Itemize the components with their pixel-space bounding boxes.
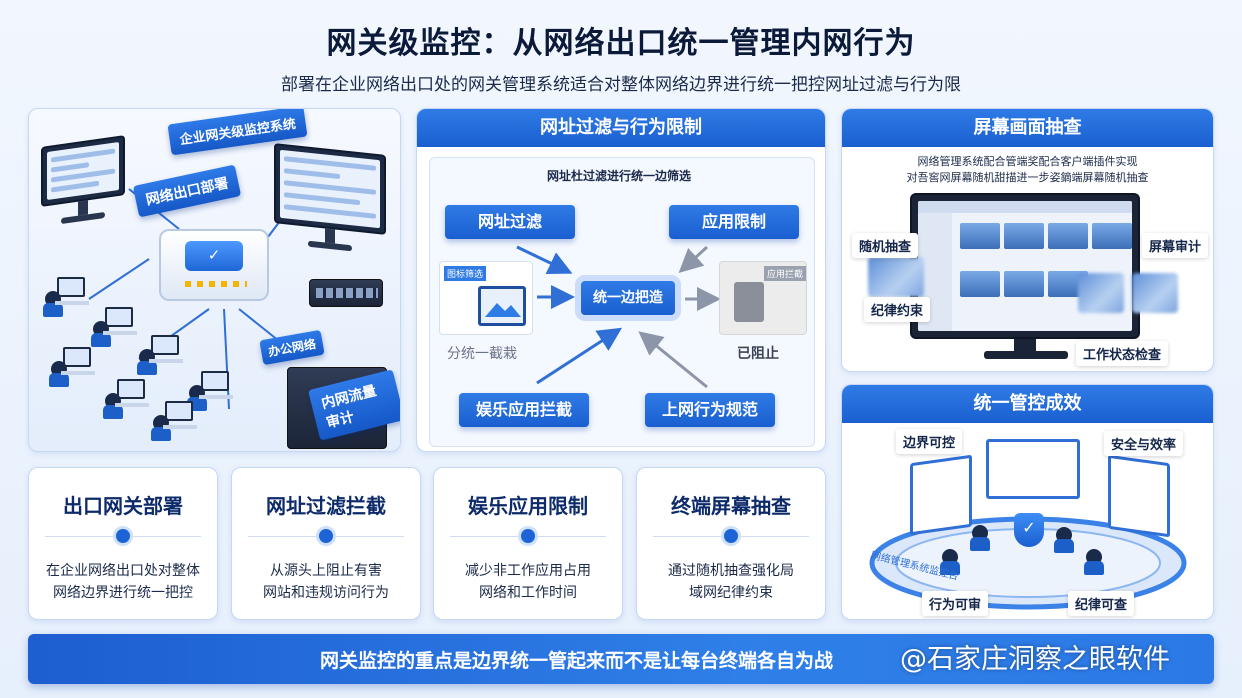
- screen-desc-line2: 对吾窖网屏幕随机甜描进一步姿鏑端屏幕随机抽查: [906, 171, 1149, 184]
- monitor-left: [41, 135, 125, 225]
- screen-check-panel: 屏幕画面抽查 网络管理系统配合管端奖配合客户端插件实现 对吾窖网屏幕随机甜描进一…: [841, 108, 1214, 372]
- workstation: [43, 277, 89, 321]
- result-ring: [869, 516, 1187, 610]
- gateway-router: [159, 229, 269, 301]
- operator: [1054, 513, 1100, 557]
- operator: [1084, 535, 1130, 579]
- web-rules-box: 上网行为规范: [645, 393, 775, 427]
- network-switch: [309, 279, 383, 307]
- boundary-tag: 边界可控: [896, 429, 963, 454]
- random-check-tag: 随机抽查: [852, 233, 919, 258]
- feature-card: 出口网关部署 在企业网络出口处对整体网络边界进行统一把控: [28, 467, 218, 620]
- dashboard-screen: [986, 439, 1080, 499]
- filter-inner-title: 网址杜过滤进行统一边筛选: [547, 169, 692, 183]
- discipline-tag: 纪律约束: [864, 297, 931, 322]
- behavior-tag: 行为可审: [922, 591, 989, 616]
- monitor-stand: [1014, 339, 1036, 353]
- feature-dot: [724, 529, 738, 543]
- feature-card: 娱乐应用限制 减少非工作应用占用网络和工作时间: [433, 467, 623, 620]
- dashboard-screen: [910, 454, 972, 536]
- feature-title: 终端屏幕抽查: [671, 494, 791, 518]
- document-icon: [734, 282, 764, 322]
- flow-arrows: [516, 245, 721, 389]
- feature-dot: [116, 529, 130, 543]
- feature-card: 终端屏幕抽查 通过随机抽查强化局域网纪律约束: [636, 467, 826, 620]
- feature-dot: [319, 529, 333, 543]
- url-filter-box: 网址过滤: [445, 205, 575, 239]
- image-icon: [478, 286, 526, 326]
- monitor-base: [984, 351, 1068, 359]
- filter-panel: 网址过滤与行为限制 网址杜过滤进行统一边筛选 网址过滤 应用限制 统一边把造 图…: [416, 108, 826, 452]
- screen-audit-tag: 屏幕审计: [1142, 233, 1209, 258]
- workstation: [49, 347, 95, 391]
- page-subtitle: 部署在企业网络出口处的网关管理系统适合对整体网络边界进行统一把控网址过滤与行为限: [281, 75, 961, 95]
- workstation: [103, 379, 149, 423]
- right-badge: 应用拦截: [764, 266, 806, 281]
- operator: [970, 511, 1016, 555]
- monitor-right: [274, 143, 386, 252]
- feature-card: 网址过滤拦截 从源头上阻止有害网站和违规访问行为: [231, 467, 421, 620]
- right-caption: 已阻止: [737, 346, 779, 362]
- feature-title: 网址过滤拦截: [266, 494, 386, 518]
- blocked-app-card: 应用拦截: [719, 261, 807, 335]
- blurred-thumbnail: [868, 257, 924, 297]
- workstation: [151, 401, 197, 445]
- blurred-thumbnail: [1078, 273, 1124, 313]
- watermark: @石家庄洞察之眼软件: [900, 644, 1170, 675]
- feature-title: 出口网关部署: [63, 494, 183, 518]
- security-tag: 安全与效率: [1104, 431, 1184, 456]
- shield-icon: ✓: [1014, 513, 1044, 547]
- feature-title: 娱乐应用限制: [468, 494, 588, 518]
- screen-panel-heading: 屏幕画面抽查: [842, 109, 1213, 147]
- feature-desc: 从源头上阻止有害网站和违规访问行为: [263, 563, 389, 601]
- filter-panel-heading: 网址过滤与行为限制: [417, 109, 825, 147]
- feature-dot: [521, 529, 535, 543]
- gateway-illustration-panel: 企业网关级监控系统 网络出口部署 办公网络 内网流量审计: [28, 108, 401, 452]
- feature-desc: 通过随机抽查强化局域网纪律约束: [668, 563, 794, 601]
- feature-desc: 在企业网络出口处对整体网络边界进行统一把控: [46, 563, 200, 601]
- summary-banner: 网关监控的重点是边界统一管起来而不是让每台终端各自为战: [28, 634, 1214, 684]
- app-limit-box: 应用限制: [669, 205, 799, 239]
- monitoring-screen: [910, 193, 1140, 339]
- work-status-tag: 工作状态检查: [1076, 341, 1169, 366]
- dashboard-screen: [1108, 454, 1170, 538]
- blurred-thumbnail: [1132, 273, 1178, 313]
- hub-box: 统一边把造: [581, 281, 675, 315]
- operator: [940, 535, 986, 579]
- entertainment-block-box: 娱乐应用拦截: [459, 393, 589, 427]
- left-caption: 分统一截栽: [447, 346, 517, 362]
- left-badge: 图标筛选: [444, 266, 487, 281]
- feature-desc: 减少非工作应用占用网络和工作时间: [465, 563, 591, 601]
- result-panel: 统一管控成效 ✓ 网络管理系统监控台 边界可控 安全与效率 行为可审 纪律可查: [841, 384, 1214, 620]
- banner-text: 网关监控的重点是边界统一管起来而不是让每台终端各自为战: [320, 650, 834, 672]
- workstation: [137, 335, 183, 379]
- image-filter-card: 图标筛选: [439, 261, 533, 335]
- page-title: 网关级监控：从网络出口统一管理内网行为: [326, 26, 916, 61]
- workstation: [91, 307, 137, 351]
- result-panel-heading: 统一管控成效: [842, 385, 1213, 423]
- screen-desc-line1: 网络管理系统配合管端奖配合客户端插件实现: [917, 155, 1138, 168]
- discipline-check-tag: 纪律可查: [1068, 591, 1135, 616]
